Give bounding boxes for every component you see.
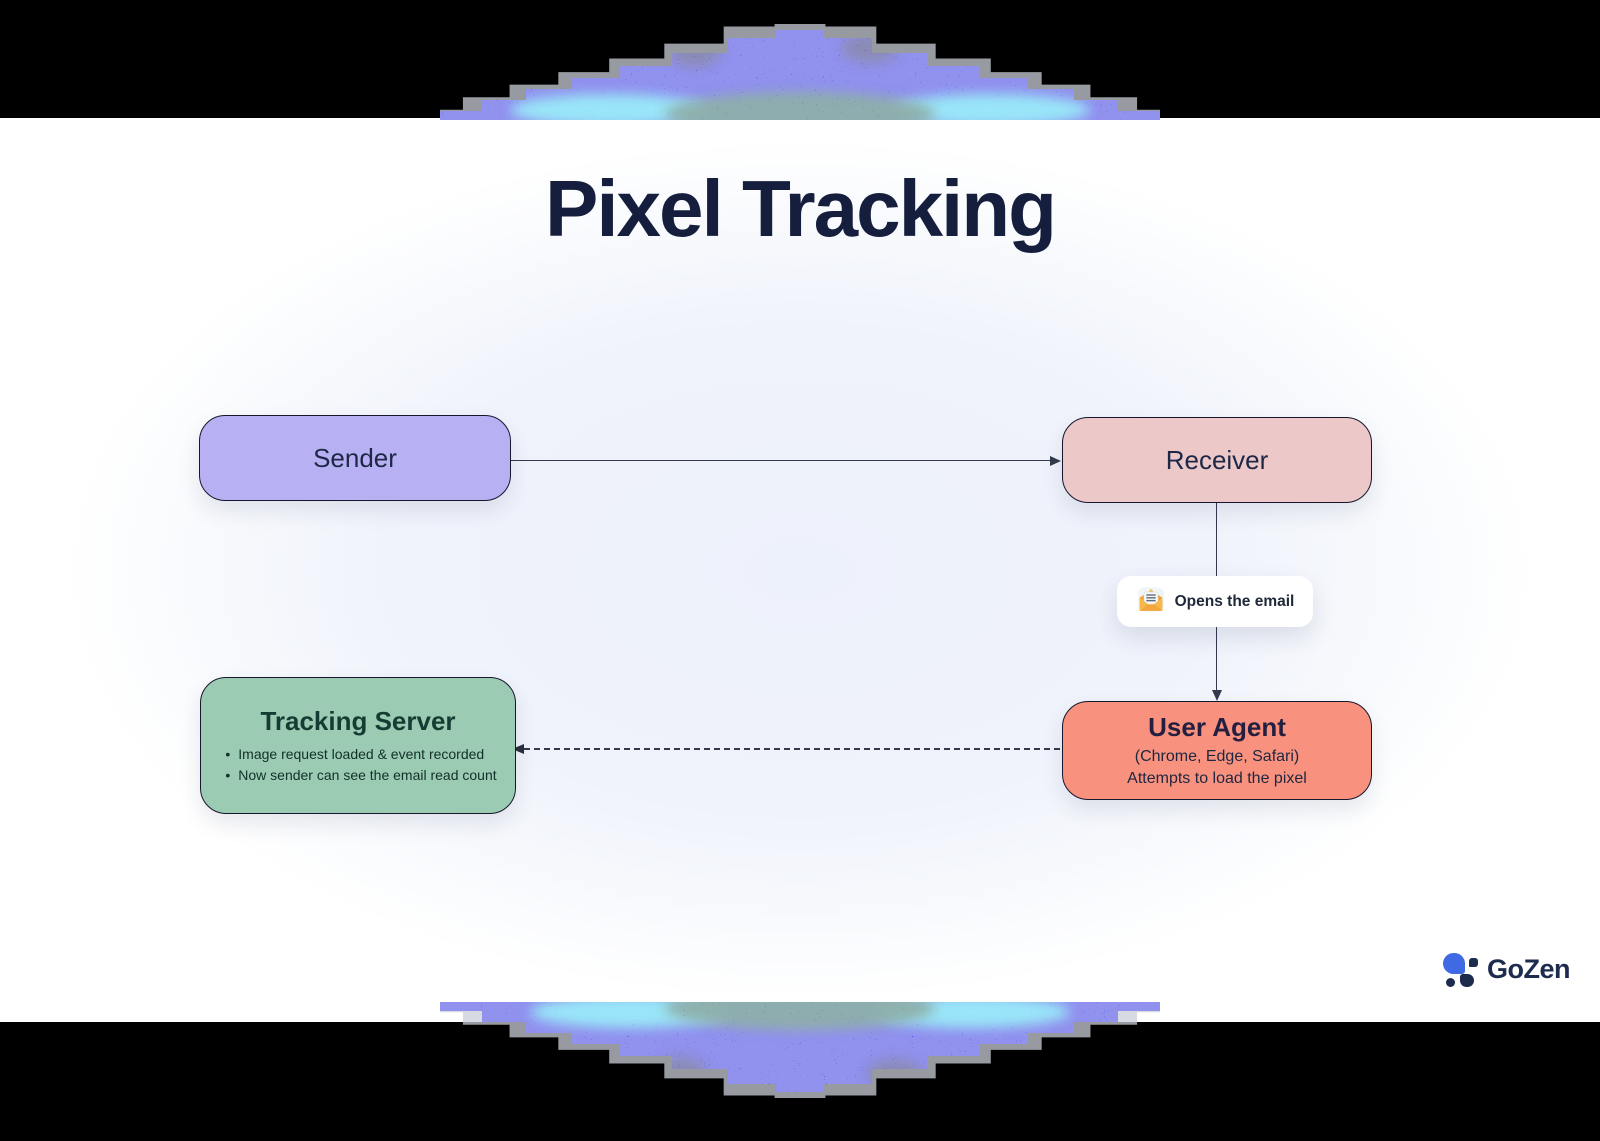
logo-blob-blue: [1443, 953, 1465, 974]
bullet-text: Now sender can see the email read count: [238, 766, 497, 783]
logo-blob-square: [1469, 958, 1478, 967]
content-sheet: [0, 118, 1600, 1022]
user-agent-label: User Agent: [1148, 711, 1286, 742]
edge-user-agent-to-tracking-server: [524, 748, 1060, 750]
logo-blob-dot: [1446, 978, 1455, 987]
node-tracking-server: Tracking Server • Image request loaded &…: [200, 677, 516, 814]
gozen-logo-text: GoZen: [1487, 954, 1571, 984]
arrowhead-down-icon: [1211, 690, 1222, 701]
glitch-noise-bottom: [418, 1002, 1182, 1105]
bullet-item: • Now sender can see the email read coun…: [225, 765, 496, 786]
page-title: Pixel Tracking: [544, 164, 1057, 253]
bullet-text: Image request loaded & event recorded: [238, 745, 485, 762]
tracking-server-label: Tracking Server: [260, 705, 456, 736]
logo-blob-big: [1460, 974, 1474, 987]
node-user-agent: User Agent (Chrome, Edge, Safari) Attemp…: [1062, 701, 1372, 800]
gozen-logo: GoZen: [1443, 951, 1571, 988]
node-sender: Sender: [199, 415, 511, 501]
arrowhead-left-icon: [512, 743, 524, 754]
edge-sender-to-receiver: [511, 460, 1054, 461]
bullet-glyph: •: [225, 745, 231, 762]
user-agent-subline: (Chrome, Edge, Safari): [1134, 747, 1300, 765]
bullet-glyph: •: [225, 766, 231, 783]
user-agent-subline: Attempts to load the pixel: [1127, 769, 1307, 787]
sender-label: Sender: [313, 442, 397, 473]
node-receiver: Receiver: [1062, 417, 1372, 503]
bullet-item: • Image request loaded & event recorded: [225, 744, 496, 765]
opens-email-label: Opens the email: [1174, 592, 1295, 610]
open-envelope-icon: [1136, 586, 1166, 618]
glitch-noise-top: [418, 17, 1182, 121]
receiver-label: Receiver: [1165, 444, 1269, 475]
tracking-server-bullet-list: • Image request loaded & event recorded …: [209, 744, 506, 786]
arrowhead-right-icon: [1050, 455, 1061, 466]
opens-email-badge: Opens the email: [1117, 576, 1313, 627]
gozen-logo-icon: [1443, 951, 1479, 988]
